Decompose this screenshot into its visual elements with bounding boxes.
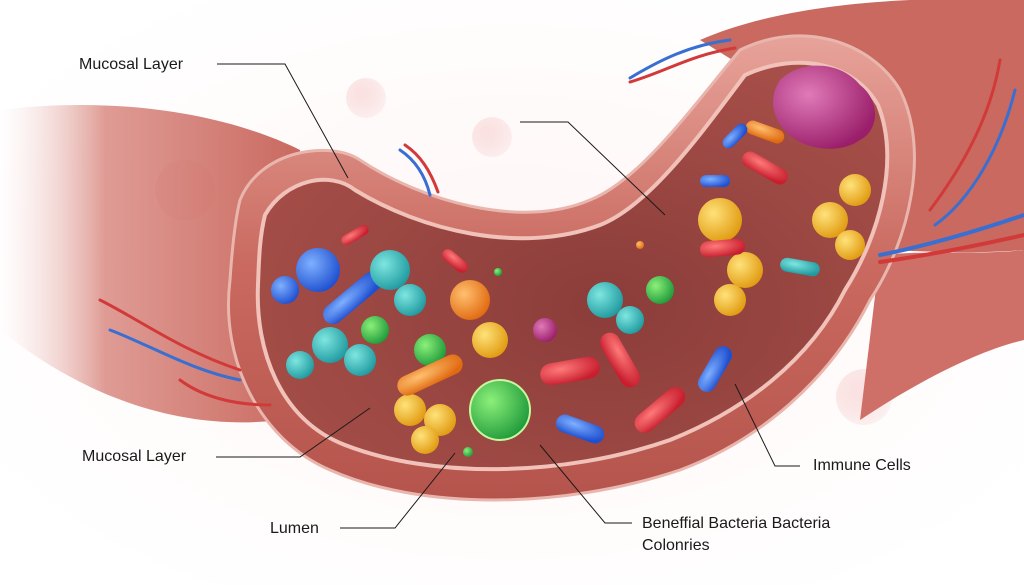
leader-lines	[216, 63, 800, 529]
bacteria-colonies	[271, 65, 875, 457]
label-beneficial-bacteria: Beneffial Bacteria Bacteria Colonries	[642, 515, 831, 554]
label-immune-cells: Immune Cells	[813, 457, 911, 474]
label-lumen: Lumen	[270, 520, 319, 537]
label-mucosal-layer-top: Mucosal Layer	[79, 56, 184, 73]
lumen-cavity	[255, 60, 890, 472]
label-mucosal-layer-bottom: Mucosal Layer	[82, 448, 187, 465]
blood-vessels	[98, 38, 1024, 407]
